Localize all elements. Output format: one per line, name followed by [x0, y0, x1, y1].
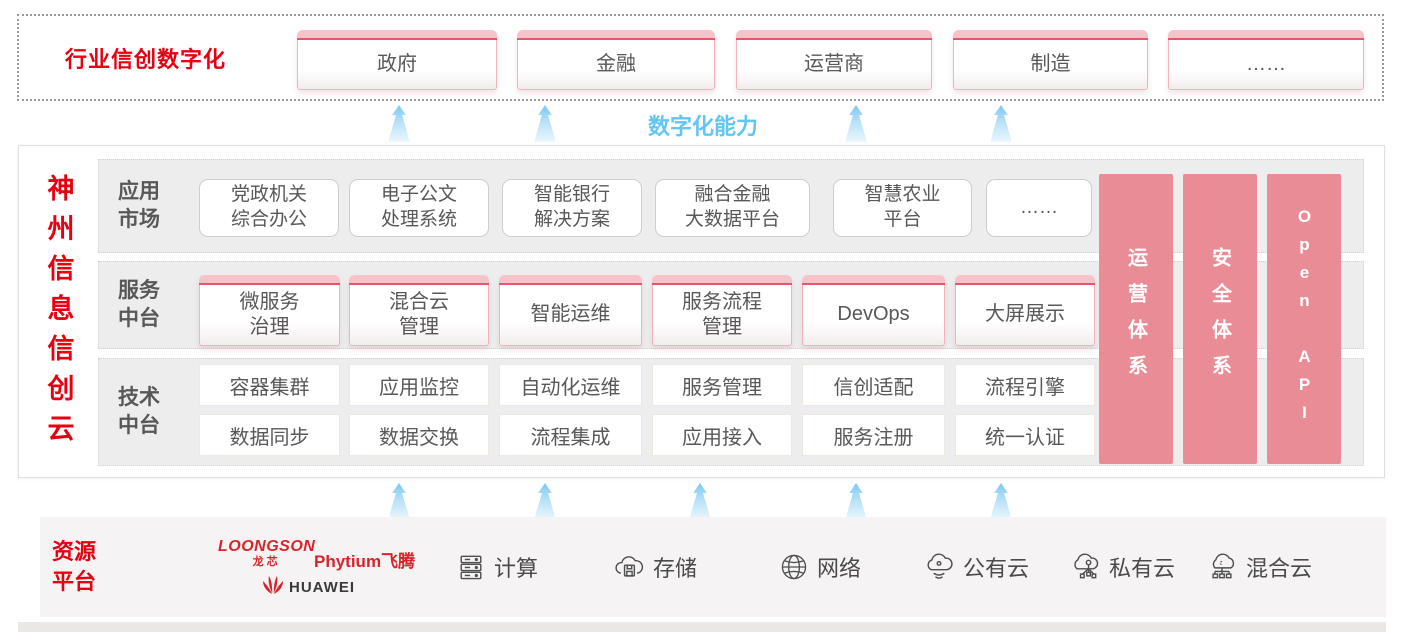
- service-box: 微服务 治理: [199, 275, 340, 346]
- up-arrow-icon: [845, 483, 867, 520]
- resource-item-public-cloud: 公有云: [922, 517, 1029, 617]
- up-arrow-icon: [845, 105, 867, 142]
- tech-box: 信创适配: [802, 364, 945, 406]
- tech-box: 应用接入: [652, 414, 792, 456]
- huawei-flower-icon: [262, 575, 284, 599]
- hybrid-cloud-icon: z: [1205, 551, 1239, 583]
- industry-box-more: ……: [1168, 30, 1364, 90]
- resource-item-private-cloud: 私有云: [1068, 517, 1175, 617]
- service-box: 服务流程 管理: [652, 275, 792, 346]
- capability-label: 数字化能力: [647, 114, 758, 139]
- huawei-logo-text: HUAWEI: [289, 578, 355, 596]
- app-box-more: ……: [986, 179, 1092, 237]
- resource-band: 资源 平台 LOONGSON 龙芯 Phytium飞腾 HUAWEI: [40, 517, 1386, 617]
- up-arrow-icon: [990, 483, 1012, 520]
- resource-item-label: 公有云: [963, 556, 1030, 581]
- up-arrow-icon: [689, 483, 711, 520]
- pillar-open-api: Open API: [1267, 174, 1341, 464]
- public-cloud-icon: [922, 551, 956, 583]
- network-icon: [778, 551, 810, 583]
- platform-vertical-title: 神州信息信创云: [43, 174, 74, 454]
- loongson-logo-text: LOONGSON: [218, 538, 316, 555]
- resource-item-label: 混合云: [1246, 556, 1313, 581]
- industry-band-title: 行业信创数字化: [65, 46, 227, 72]
- bottom-divider: [18, 622, 1386, 632]
- app-box: 智能银行 解决方案: [502, 179, 642, 237]
- pillar-security-system: 安全体系: [1183, 174, 1257, 464]
- resource-item-compute: 计算: [455, 517, 538, 617]
- service-box: DevOps: [802, 275, 945, 346]
- up-arrow-icon: [388, 483, 410, 520]
- loongson-logo-cn: 龙芯: [252, 556, 281, 568]
- up-arrow-icon: [388, 105, 410, 142]
- svg-text:z: z: [1220, 559, 1223, 566]
- resource-item-label: 存储: [653, 556, 698, 581]
- service-box: 混合云 管理: [349, 275, 489, 346]
- app-market-label: 应用 市场: [118, 179, 160, 231]
- resource-item-hybrid-cloud: z 混合云: [1205, 517, 1312, 617]
- industry-band: 行业信创数字化 政府 金融 运营商 制造 ……: [17, 14, 1384, 101]
- resource-item-label: 私有云: [1109, 556, 1176, 581]
- phytium-logo: Phytium飞腾: [314, 552, 416, 571]
- tech-box: 自动化运维: [499, 364, 642, 406]
- resource-item-label: 计算: [494, 556, 539, 581]
- industry-box-finance: 金融: [517, 30, 715, 90]
- service-box: 智能运维: [499, 275, 642, 346]
- industry-box-operator: 运营商: [736, 30, 932, 90]
- app-box: 融合金融 大数据平台: [655, 179, 810, 237]
- app-box: 电子公文 处理系统: [349, 179, 489, 237]
- industry-box-government: 政府: [297, 30, 497, 90]
- tech-box: 流程引擎: [955, 364, 1095, 406]
- resource-item-network: 网络: [778, 517, 861, 617]
- industry-box-manufacturing: 制造: [953, 30, 1148, 90]
- tech-box: 应用监控: [349, 364, 489, 406]
- resource-item-storage: 存储: [612, 517, 697, 617]
- compute-icon: [455, 551, 487, 583]
- tech-box: 统一认证: [955, 414, 1095, 456]
- pillar-operation-system: 运营体系: [1099, 174, 1173, 464]
- up-arrow-icon: [534, 105, 556, 142]
- tech-platform-label: 技术 中台: [118, 385, 160, 437]
- resource-item-label: 网络: [817, 556, 862, 581]
- storage-icon: [612, 551, 646, 583]
- tech-box: 服务注册: [802, 414, 945, 456]
- tech-box: 数据同步: [199, 414, 340, 456]
- resource-band-label: 资源 平台: [52, 539, 97, 594]
- tech-box: 服务管理: [652, 364, 792, 406]
- app-box: 智慧农业 平台: [833, 179, 972, 237]
- service-box: 大屏展示: [955, 275, 1095, 346]
- tech-box: 流程集成: [499, 414, 642, 456]
- tech-box: 容器集群: [199, 364, 340, 406]
- private-cloud-icon: [1068, 551, 1102, 583]
- service-platform-label: 服务 中台: [118, 278, 160, 330]
- tech-platform-row: 技术 中台 容器集群 应用监控 自动化运维 服务管理 信创适配 流程引擎 数据同…: [98, 358, 1364, 466]
- up-arrow-icon: [990, 105, 1012, 142]
- loongson-logo: LOONGSON 龙芯: [218, 539, 315, 568]
- up-arrow-icon: [534, 483, 556, 520]
- huawei-logo: HUAWEI: [262, 575, 355, 599]
- service-platform-row: 服务 中台 微服务 治理 混合云 管理 智能运维 服务流程 管理 DevOps …: [98, 261, 1364, 349]
- app-box: 党政机关 综合办公: [199, 179, 339, 237]
- platform-box: 神州信息信创云 应用 市场 党政机关 综合办公 电子公文 处理系统 智能银行 解…: [18, 145, 1385, 478]
- tech-box: 数据交换: [349, 414, 489, 456]
- app-market-row: 应用 市场 党政机关 综合办公 电子公文 处理系统 智能银行 解决方案 融合金融…: [98, 159, 1364, 253]
